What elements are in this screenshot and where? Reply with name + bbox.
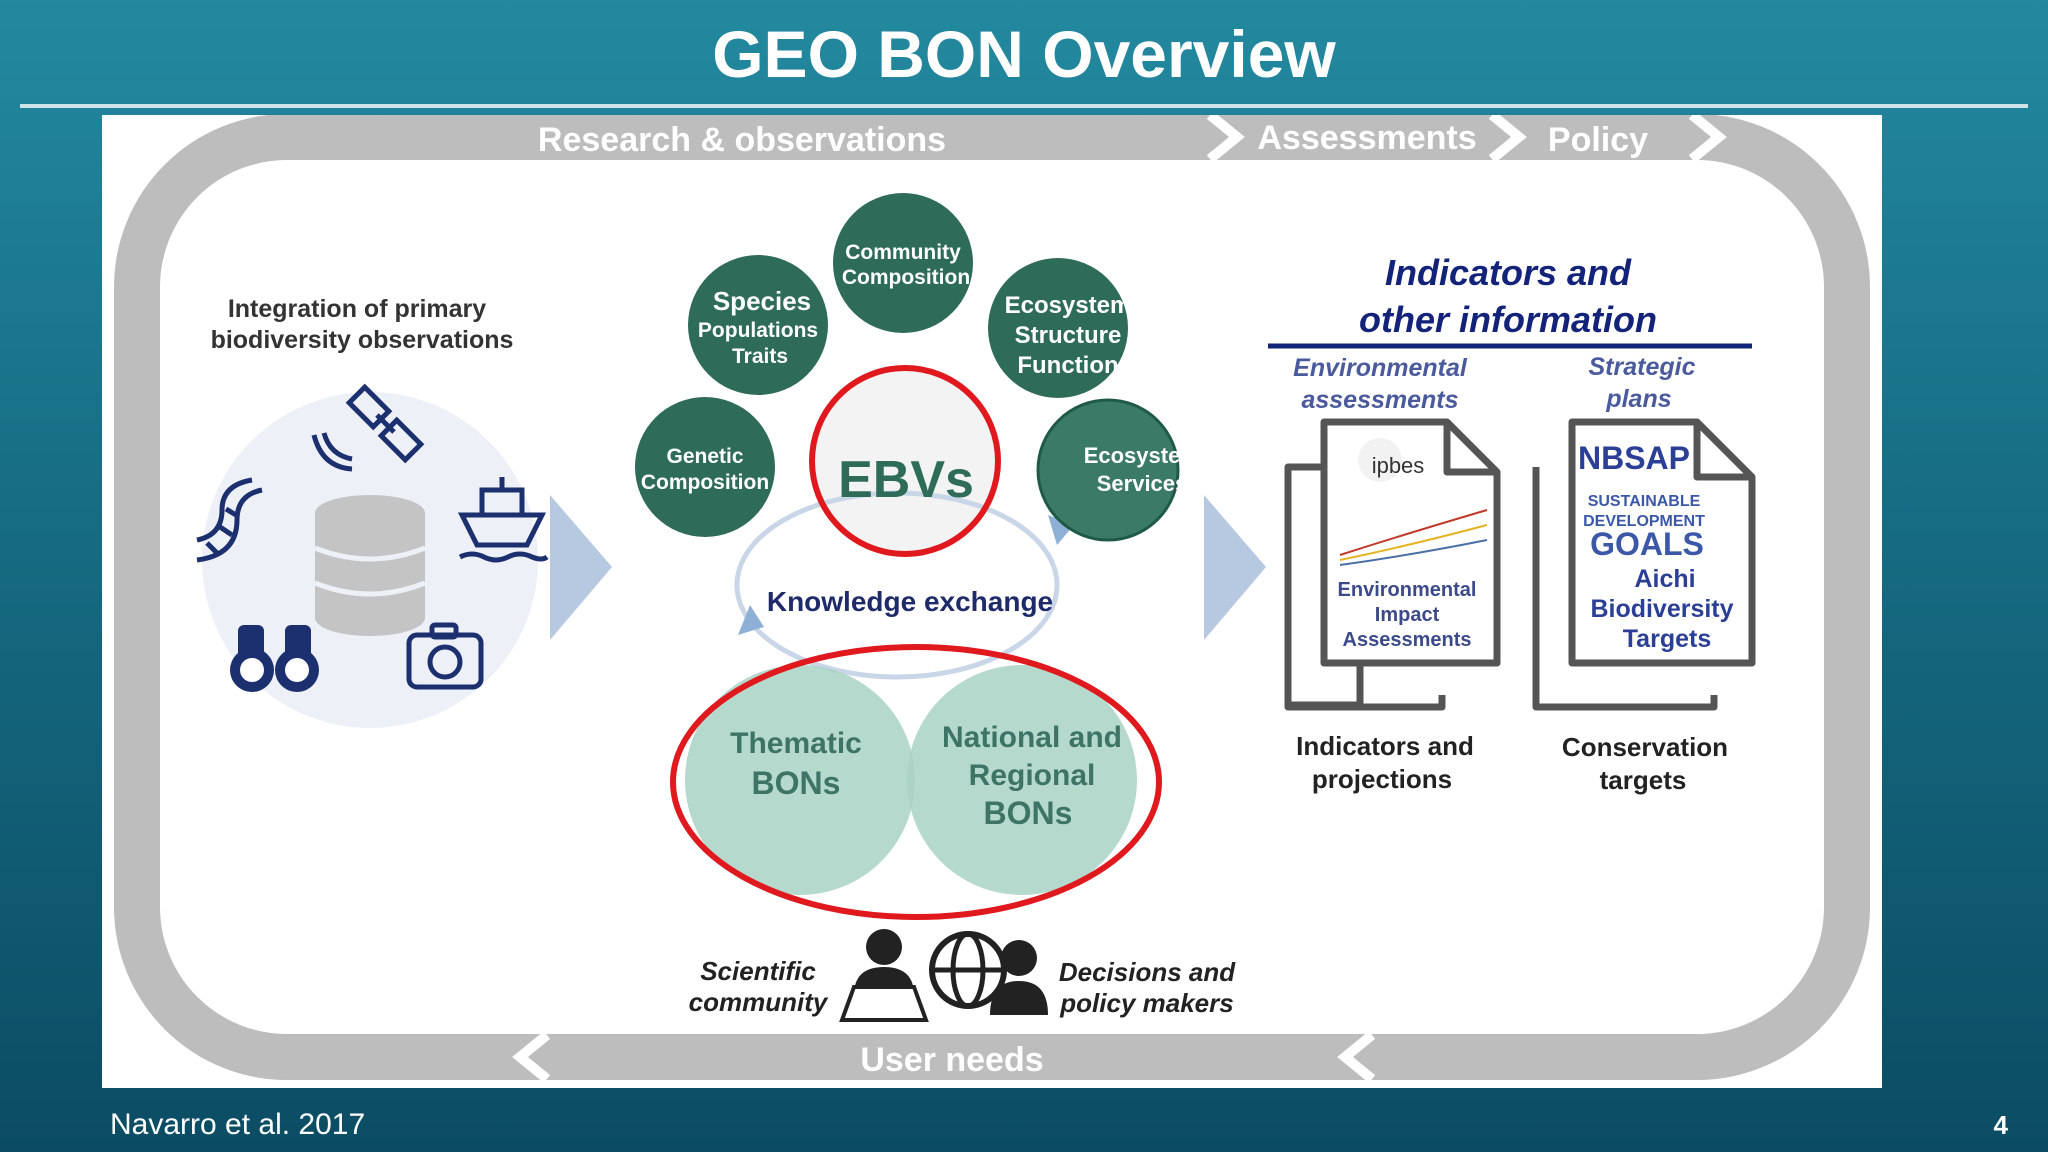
cycle-label-assessments: Assessments — [1257, 119, 1476, 157]
knowledge-exchange-label: Knowledge exchange — [767, 586, 1053, 617]
cycle-label-policy: Policy — [1548, 121, 1648, 159]
decision-makers-line1: Decisions and — [1059, 957, 1236, 987]
decision-makers-line2: policy makers — [1059, 988, 1233, 1018]
integration-label-line1: Integration of primary — [228, 295, 486, 323]
ipbes-logo-text: ipbes — [1372, 453, 1425, 478]
knowledge-exchange-loop — [734, 490, 1060, 680]
sdg-line1: SUSTAINABLE — [1588, 493, 1701, 510]
cycle-label-research: Research & observations — [538, 121, 946, 159]
ebv-genetic-line1: Genetic — [666, 445, 743, 468]
cycle-ring — [114, 115, 1870, 1083]
ebv-ecoservices-line2: Services — [1097, 471, 1188, 496]
flow-arrow-1 — [550, 495, 612, 640]
loop-arrow-left — [738, 605, 764, 635]
nbsap-text: NBSAP — [1578, 440, 1690, 476]
scientist-laptop-icon — [839, 929, 929, 1022]
ebv-species-line2: Populations — [698, 319, 818, 342]
environmental-assessment-document: ipbes Environmental Impact Assessments — [1284, 418, 1501, 711]
strategic-plans-line2: plans — [1605, 385, 1671, 413]
flow-arrow-2 — [1204, 495, 1266, 640]
ebv-community-line2: Composition — [842, 266, 970, 289]
strategic-plan-document: NBSAP SUSTAINABLE DEVELOPMENT GOALS Aich… — [1532, 418, 1756, 711]
scientific-community-line1: Scientific — [700, 956, 816, 986]
national-bons-line3: BONs — [984, 795, 1073, 831]
ebvs-highlight-circle — [809, 365, 1001, 557]
ebv-ecosystem-structure-circle: Ecosystem Structure Function — [988, 258, 1131, 398]
indicators-heading-line1: Indicators and — [1385, 252, 1632, 293]
national-bons-line2: Regional — [969, 759, 1096, 792]
caption-conservation-line1: Conservation — [1562, 732, 1728, 762]
citation: Navarro et al. 2017 — [110, 1108, 366, 1141]
national-bons-line1: National and — [942, 721, 1122, 754]
dna-icon — [196, 477, 263, 563]
aichi-line3: Targets — [1623, 625, 1711, 653]
thematic-bons-line1: Thematic — [730, 727, 862, 760]
env-assessments-line2: assessments — [1301, 386, 1458, 414]
strategic-plans-line1: Strategic — [1589, 353, 1696, 381]
thematic-bons-circle — [685, 665, 915, 895]
bons-highlight-ellipse — [670, 644, 1162, 920]
ebv-genetic-line2: Composition — [641, 471, 769, 494]
indicators-heading-line2: other information — [1359, 299, 1657, 340]
ebv-ecostructure-line1: Ecosystem — [1005, 292, 1132, 319]
ebv-species-line3: Traits — [732, 345, 788, 368]
ebv-ecoservices-line1: Ecosyste — [1084, 443, 1181, 468]
diagram-panel: Research & observations Assessments Poli… — [102, 115, 1882, 1088]
page-number: 4 — [1993, 1110, 2008, 1140]
aichi-line1: Aichi — [1634, 565, 1695, 593]
title-divider — [20, 104, 2028, 108]
ebv-species-circle: Species Populations Traits — [688, 255, 828, 395]
ebv-species-line1: Species — [713, 286, 811, 316]
thematic-bons-line2: BONs — [752, 765, 841, 801]
database-icon — [314, 495, 426, 636]
globe-background — [811, 365, 1001, 555]
camera-icon — [406, 622, 484, 690]
eia-line3: Assessments — [1343, 629, 1472, 651]
eia-line1: Environmental — [1338, 579, 1477, 601]
ebvs-label: EBVs — [838, 451, 974, 509]
caption-conservation-line2: targets — [1600, 765, 1687, 795]
ebv-ecostructure-line3: Function — [1017, 352, 1118, 379]
eia-line2: Impact — [1375, 604, 1440, 626]
sdg-line2: DEVELOPMENT — [1583, 513, 1705, 530]
national-bons-circle — [907, 665, 1137, 895]
scientific-community-line2: community — [689, 987, 829, 1017]
integration-label-line2: biodiversity observations — [211, 326, 514, 354]
env-assessments-line1: Environmental — [1293, 354, 1468, 382]
ebv-community-circle: Community Composition — [833, 193, 973, 333]
satellite-icon — [311, 383, 425, 472]
ship-icon — [457, 477, 549, 563]
binoculars-icon — [230, 625, 319, 692]
globe-policy-maker-icon — [929, 931, 1048, 1015]
ebv-ecostructure-line2: Structure — [1015, 322, 1122, 349]
geo-bon-diagram: Research & observations Assessments Poli… — [114, 115, 1870, 1083]
ebv-ecosystem-services-circle: Ecosyste Services — [1036, 398, 1188, 542]
slide-title: GEO BON Overview — [712, 17, 1336, 91]
aichi-line2: Biodiversity — [1590, 595, 1733, 623]
caption-indicators-line2: projections — [1312, 764, 1452, 794]
cycle-label-user-needs: User needs — [860, 1041, 1043, 1079]
ebv-genetic-circle: Genetic Composition — [635, 397, 775, 537]
ebv-community-line1: Community — [845, 241, 961, 264]
caption-indicators-line1: Indicators and — [1296, 731, 1474, 761]
goals-text: GOALS — [1590, 526, 1704, 562]
